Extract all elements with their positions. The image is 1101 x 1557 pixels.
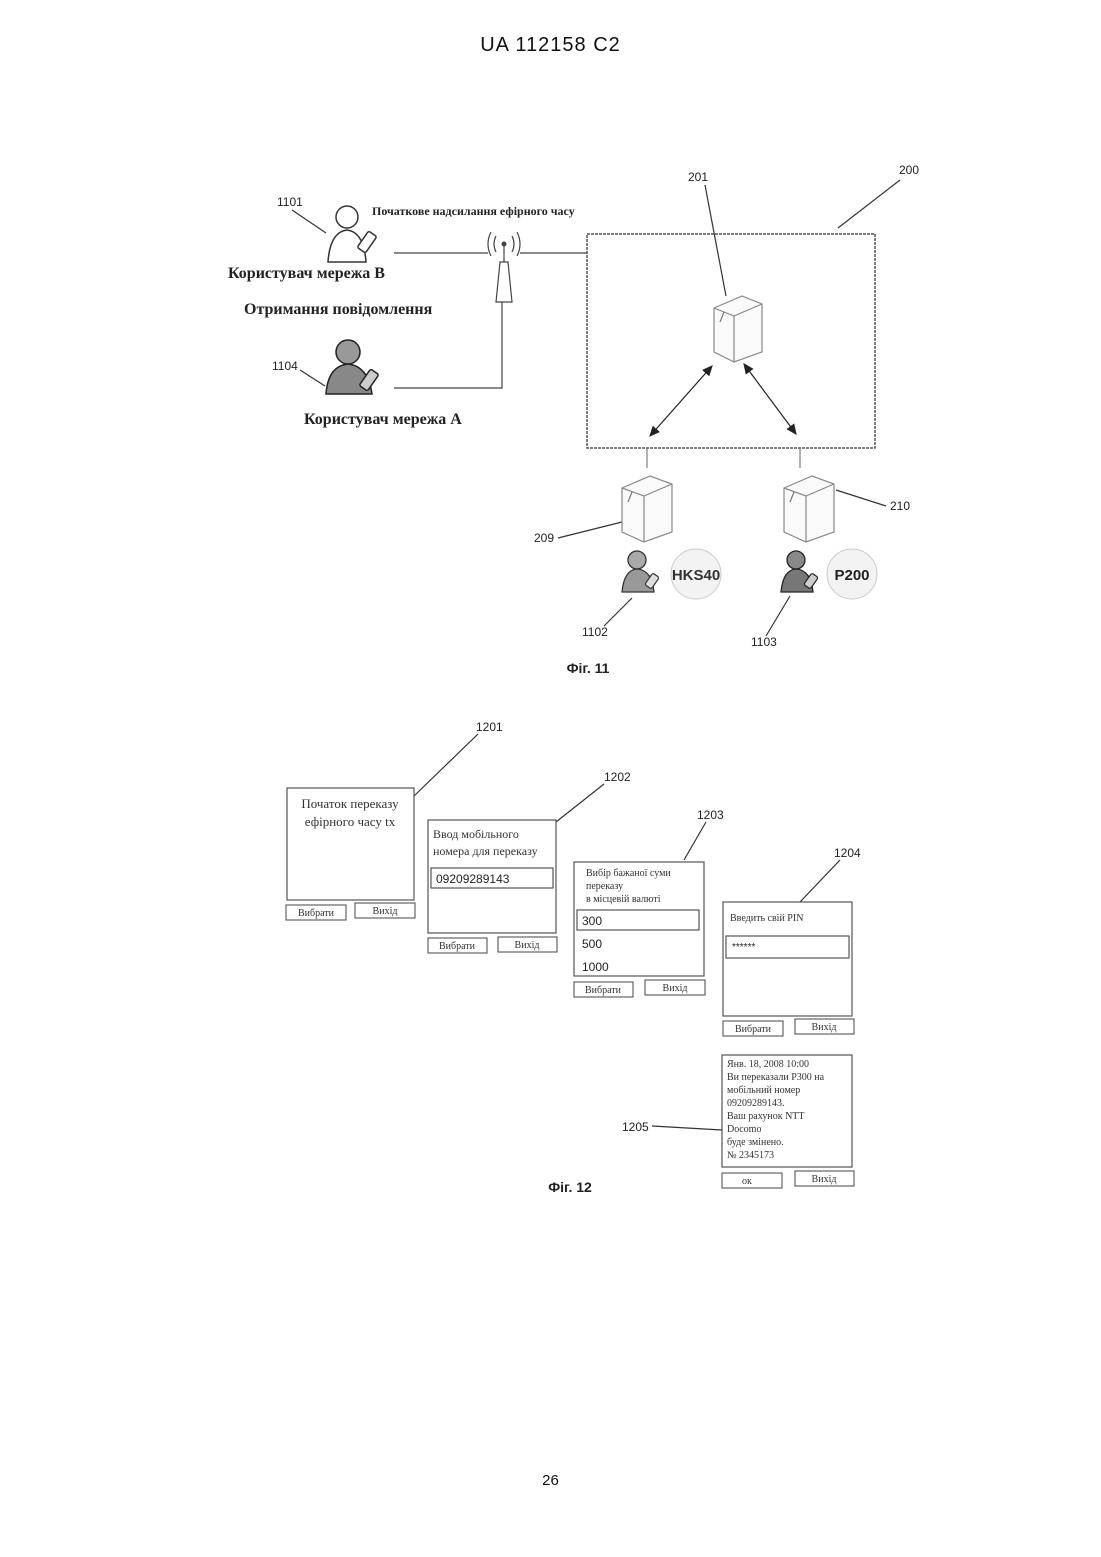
badge-p200-label: P200: [834, 567, 869, 584]
ref-1102: 1102: [582, 625, 608, 639]
screen3-line2: переказу: [586, 881, 623, 892]
mobile-number-value: 09209289143: [436, 872, 510, 886]
figure-12: 1201 1202 1203 1204 1205 Початок переказ…: [286, 720, 861, 1195]
screen3-line1: Вибір бажаної суми: [586, 868, 671, 879]
amount-option[interactable]: 1000: [582, 960, 609, 974]
figure-12-caption: Фіг. 12: [548, 1179, 592, 1195]
amount-option[interactable]: 500: [582, 937, 602, 951]
pin-value: ******: [732, 942, 755, 953]
amount-option[interactable]: 300: [582, 914, 602, 928]
ref-201: 201: [688, 170, 708, 184]
exit-button-label: Вихід: [373, 906, 398, 917]
screen3-line3: в місцевій валюті: [586, 894, 661, 905]
ref-1205: 1205: [622, 1120, 649, 1134]
exit-button-label: Вихід: [663, 983, 688, 994]
phone-screen-1202: Ввод мобільного номера для переказу 0920…: [428, 820, 557, 953]
ref-209: 209: [534, 531, 554, 545]
ok-button-label: ок: [742, 1176, 752, 1187]
figure-11: HKS40 P200 1101 1104 201 200 209 210 110…: [228, 163, 919, 676]
label-user-network-a: Користувач мережа А: [304, 411, 462, 428]
confirmation-line: мобільний номер: [727, 1085, 800, 1096]
select-button-label: Вибрати: [439, 941, 476, 952]
pin-prompt: Введить свій PIN: [730, 913, 803, 924]
screen1-line2: ефірного часу tx: [305, 814, 396, 829]
page-number: 26: [0, 1472, 1101, 1489]
ref-1101: 1101: [277, 195, 303, 209]
ok-button[interactable]: [722, 1173, 782, 1188]
user-icon: [326, 340, 379, 394]
screen1-line1: Початок переказу: [301, 796, 399, 811]
ref-1203: 1203: [697, 808, 724, 822]
confirmation-line: 09209289143.: [727, 1098, 785, 1109]
user-icon: [622, 551, 659, 592]
figure-11-caption: Фіг. 11: [567, 660, 610, 676]
select-button-label: Вибрати: [585, 985, 622, 996]
phone-screen-1205: Янв. 18, 2008 10:00 Ви переказали P300 н…: [722, 1055, 854, 1188]
phone-screen-1204: Введить свій PIN ****** Вибрати Вихід: [723, 902, 854, 1036]
user-icon: [328, 206, 377, 262]
confirmation-line: № 2345173: [727, 1150, 774, 1161]
badge-hks40-label: HKS40: [672, 567, 720, 584]
antenna-icon: [488, 232, 520, 302]
ref-1104: 1104: [272, 359, 298, 373]
ref-1201: 1201: [476, 720, 503, 734]
ref-1103: 1103: [751, 635, 777, 649]
screen2-line1: Ввод мобільного: [433, 827, 519, 841]
server-icon: [714, 296, 762, 362]
label-initial-sending: Початкове надсилання ефірного часу: [372, 204, 575, 218]
confirmation-line: буде змінено.: [727, 1137, 784, 1148]
server-icon: [622, 476, 672, 542]
screen2-line2: номера для переказу: [433, 844, 538, 858]
confirmation-line: Ваш рахунок NTT: [727, 1111, 805, 1122]
select-button-label: Вибрати: [298, 908, 335, 919]
ref-1204: 1204: [834, 846, 861, 860]
ref-210: 210: [890, 499, 910, 513]
select-button-label: Вибрати: [735, 1024, 772, 1035]
label-user-network-b: Користувач мережа B: [228, 265, 385, 282]
ref-1202: 1202: [604, 770, 631, 784]
confirmation-line: Янв. 18, 2008 10:00: [727, 1059, 809, 1070]
confirmation-line: Docomo: [727, 1124, 761, 1135]
ref-200: 200: [899, 163, 919, 177]
exit-button-label: Вихід: [515, 940, 540, 951]
exit-button-label: Вихід: [812, 1022, 837, 1033]
server-icon: [784, 476, 834, 542]
exit-button-label: Вихід: [812, 1174, 837, 1185]
confirmation-line: Ви переказали P300 на: [727, 1072, 825, 1083]
label-receive-message: Отримання повідомлення: [244, 301, 433, 318]
phone-screen-1201: Початок переказу ефірного часу tx Вибрат…: [286, 788, 415, 920]
user-icon: [781, 551, 818, 592]
phone-screen-1203: Вибір бажаної суми переказу в місцевій в…: [574, 862, 705, 997]
